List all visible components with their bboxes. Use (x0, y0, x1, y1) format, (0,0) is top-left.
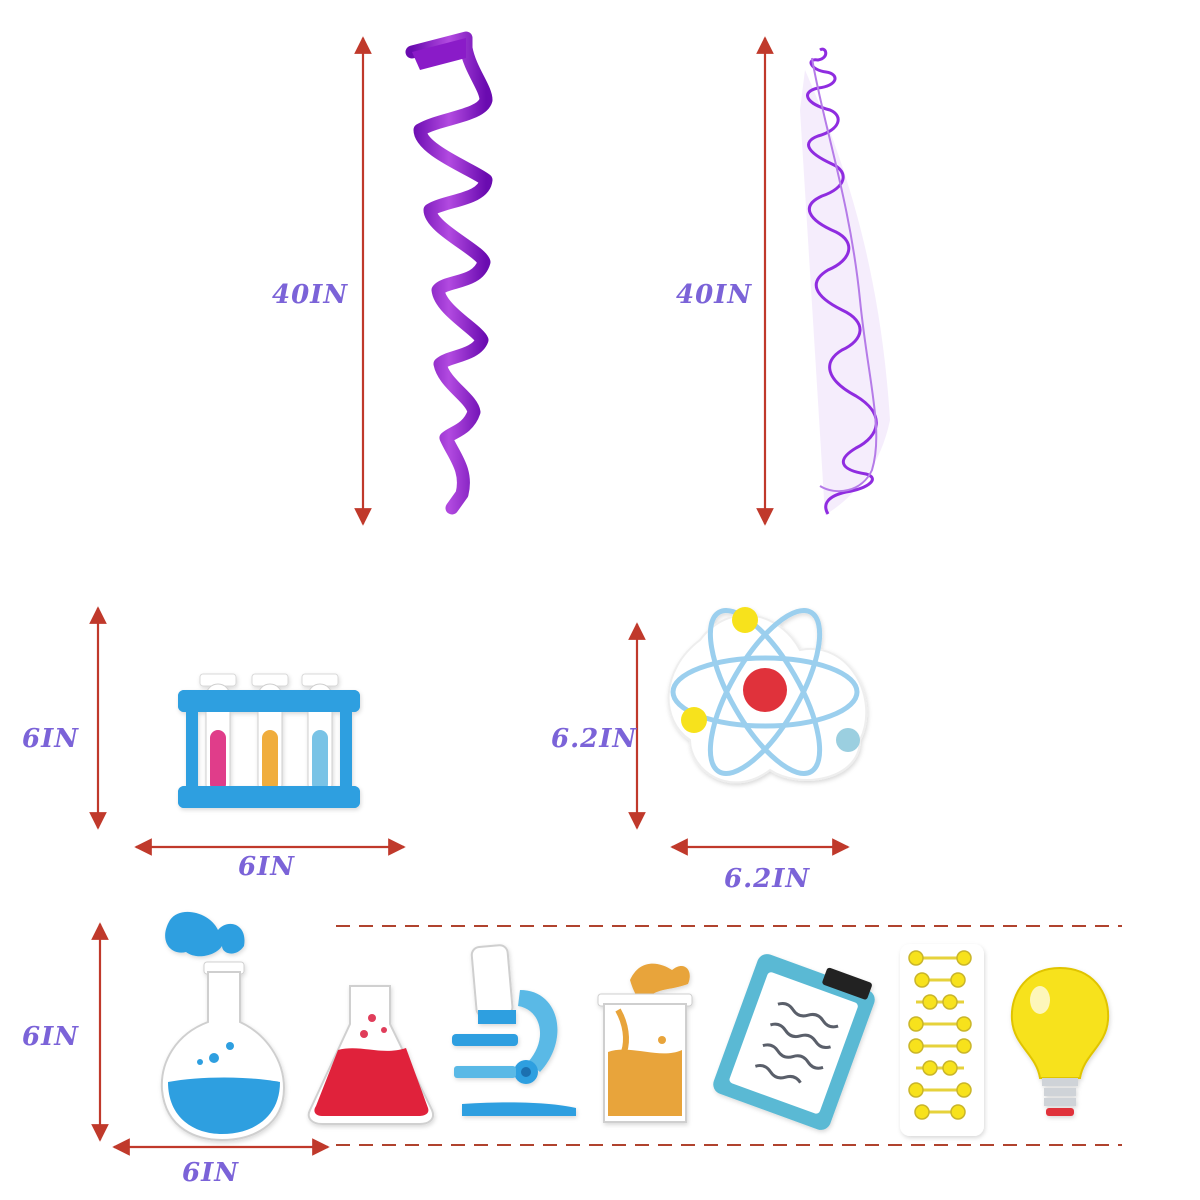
streamer-left-height-label: 40IN (272, 280, 349, 310)
clipboard (713, 954, 875, 1130)
round-flask (160, 911, 286, 1142)
test-tubes-height-label: 6IN (22, 724, 80, 754)
cutouts-height-label: 6IN (22, 1022, 80, 1052)
beaker (597, 963, 693, 1123)
atom (667, 607, 868, 784)
test-tube-rack (178, 673, 360, 808)
spiral-streamer-sheer (800, 47, 890, 515)
erlenmeyer-flask (307, 985, 434, 1125)
streamer-right-height-label: 40IN (676, 280, 753, 310)
guide-lines (336, 925, 1122, 1146)
cutouts-width-label: 6IN (182, 1158, 240, 1188)
light-bulb (1010, 966, 1110, 1116)
atom-height-label: 6.2IN (551, 724, 638, 754)
spiral-streamer-solid (405, 31, 493, 515)
atom-width-label: 6.2IN (724, 864, 811, 894)
microscope (452, 944, 576, 1116)
dna-helix (900, 944, 984, 1136)
test-tubes-width-label: 6IN (238, 852, 296, 882)
dimension-arrows (89, 36, 850, 1156)
